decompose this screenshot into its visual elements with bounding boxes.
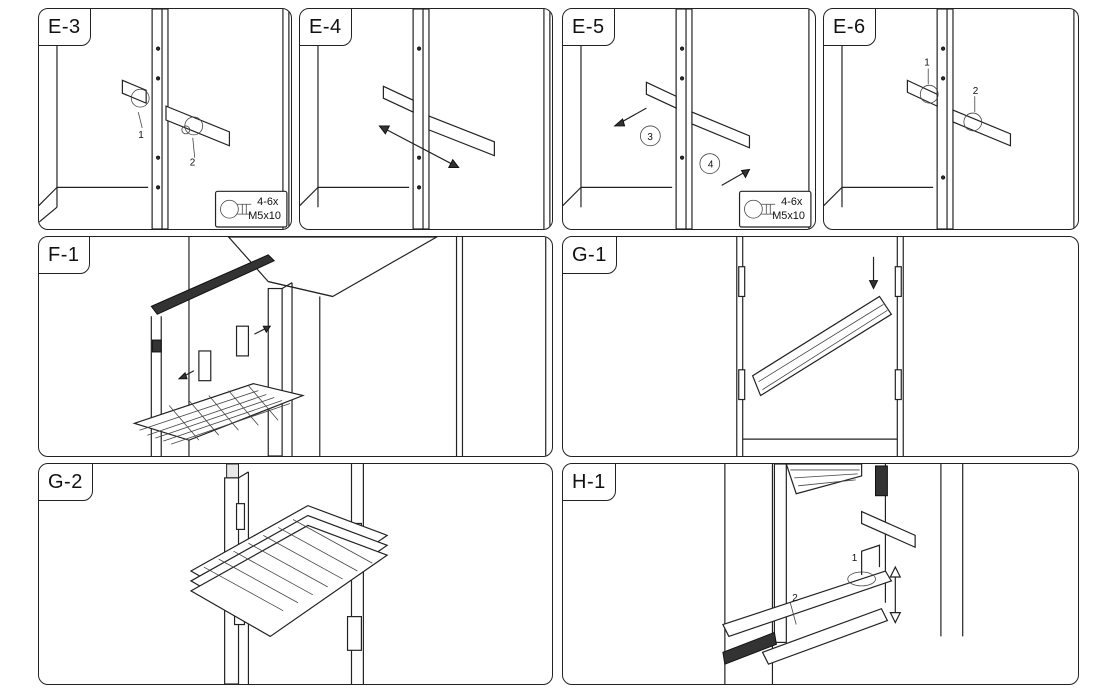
step-label: H-1 bbox=[563, 464, 616, 501]
screw-quantity: 4-6x bbox=[781, 196, 803, 208]
screw-size: M5x10 bbox=[248, 210, 281, 222]
step-panel-g2: G-2 bbox=[38, 463, 553, 685]
screw-size: M5x10 bbox=[772, 210, 805, 222]
step-panel-h1: H-1 1 2 bbox=[562, 463, 1079, 685]
h1-illustration: 1 2 bbox=[722, 464, 964, 684]
e3-illustration: 1 2 4-6x M5x10 bbox=[39, 9, 290, 229]
step-label: G-1 bbox=[563, 237, 617, 274]
step-label: E-5 bbox=[563, 9, 615, 46]
callout-2: 2 bbox=[792, 593, 798, 604]
callout-1: 1 bbox=[924, 57, 930, 68]
callout-4: 4 bbox=[708, 160, 714, 171]
e6-illustration: 1 2 bbox=[824, 9, 1075, 229]
callout-2: 2 bbox=[190, 158, 196, 169]
step-label: E-6 bbox=[824, 9, 876, 46]
callout-1: 1 bbox=[852, 553, 858, 564]
e4-illustration bbox=[300, 9, 551, 229]
callout-2: 2 bbox=[973, 86, 979, 97]
step-panel-e3: E-3 1 2 4-6x M5x10 bbox=[38, 8, 292, 230]
step-panel-f1: F-1 bbox=[38, 236, 553, 457]
e5-illustration: 3 4 4-6x M5x10 bbox=[563, 9, 812, 229]
step-label: E-3 bbox=[39, 9, 91, 46]
step-panel-e6: E-6 1 2 bbox=[823, 8, 1079, 230]
step-label: G-2 bbox=[39, 464, 93, 501]
step-panel-e5: E-5 3 4 4-6x M5x10 bbox=[562, 8, 816, 230]
g2-illustration bbox=[189, 464, 389, 684]
step-panel-e4: E-4 bbox=[299, 8, 553, 230]
step-label: E-4 bbox=[300, 9, 352, 46]
step-label: F-1 bbox=[39, 237, 90, 274]
g1-illustration bbox=[736, 237, 904, 456]
screw-quantity: 4-6x bbox=[257, 196, 279, 208]
callout-1: 1 bbox=[138, 130, 144, 141]
step-panel-g1: G-1 bbox=[562, 236, 1079, 457]
f1-illustration bbox=[132, 237, 547, 456]
callout-3: 3 bbox=[647, 132, 653, 143]
